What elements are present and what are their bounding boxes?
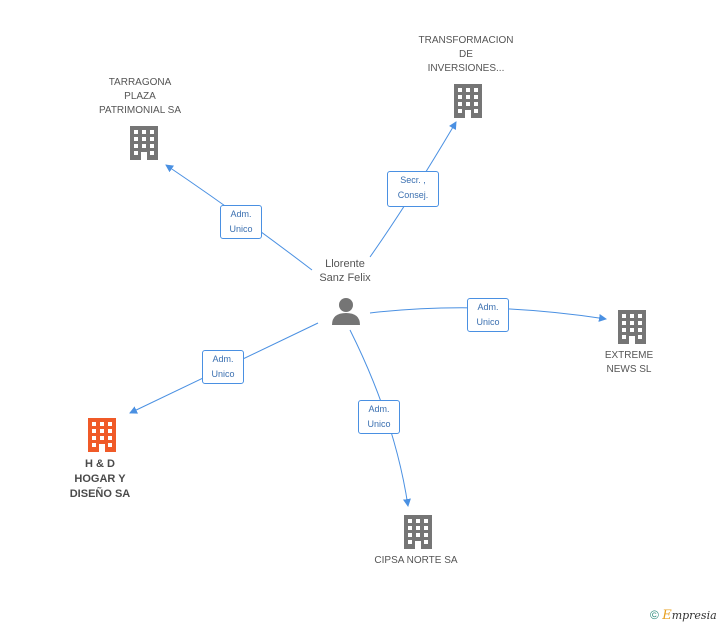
- brand-name: mpresia: [671, 609, 717, 622]
- building-icon[interactable]: [128, 126, 160, 160]
- brand-logo: Empresia: [662, 608, 717, 623]
- building-icon[interactable]: [616, 310, 648, 344]
- edge-label-extreme[interactable]: Adm. Unico: [467, 298, 509, 332]
- company-label-hd-hogar[interactable]: H & D HOGAR Y DISEÑO SA: [69, 458, 131, 500]
- company-label-cipsa[interactable]: CIPSA NORTE SA: [374, 555, 458, 566]
- edge-label-transformacion[interactable]: Secr. , Consej.: [387, 171, 439, 207]
- building-icon[interactable]: [86, 418, 118, 452]
- building-icon[interactable]: [402, 515, 434, 549]
- edge-label-cipsa[interactable]: Adm. Unico: [358, 400, 400, 434]
- brand-initial: E: [662, 608, 672, 623]
- company-label-extreme[interactable]: EXTREME NEWS SL: [604, 350, 654, 375]
- edge-label-tarragona[interactable]: Adm. Unico: [220, 205, 262, 239]
- building-icon[interactable]: [452, 84, 484, 118]
- footer-brand: © Empresia: [650, 608, 717, 623]
- edge-label-hd-hogar[interactable]: Adm. Unico: [202, 350, 244, 384]
- copyright-symbol: ©: [650, 608, 659, 622]
- person-name[interactable]: Llorente Sanz Felix: [319, 258, 371, 284]
- company-label-tarragona[interactable]: TARRAGONA PLAZA PATRIMONIAL SA: [98, 77, 182, 116]
- person-icon[interactable]: [331, 297, 361, 325]
- company-label-transformacion[interactable]: TRANSFORMACION DE INVERSIONES...: [418, 35, 514, 74]
